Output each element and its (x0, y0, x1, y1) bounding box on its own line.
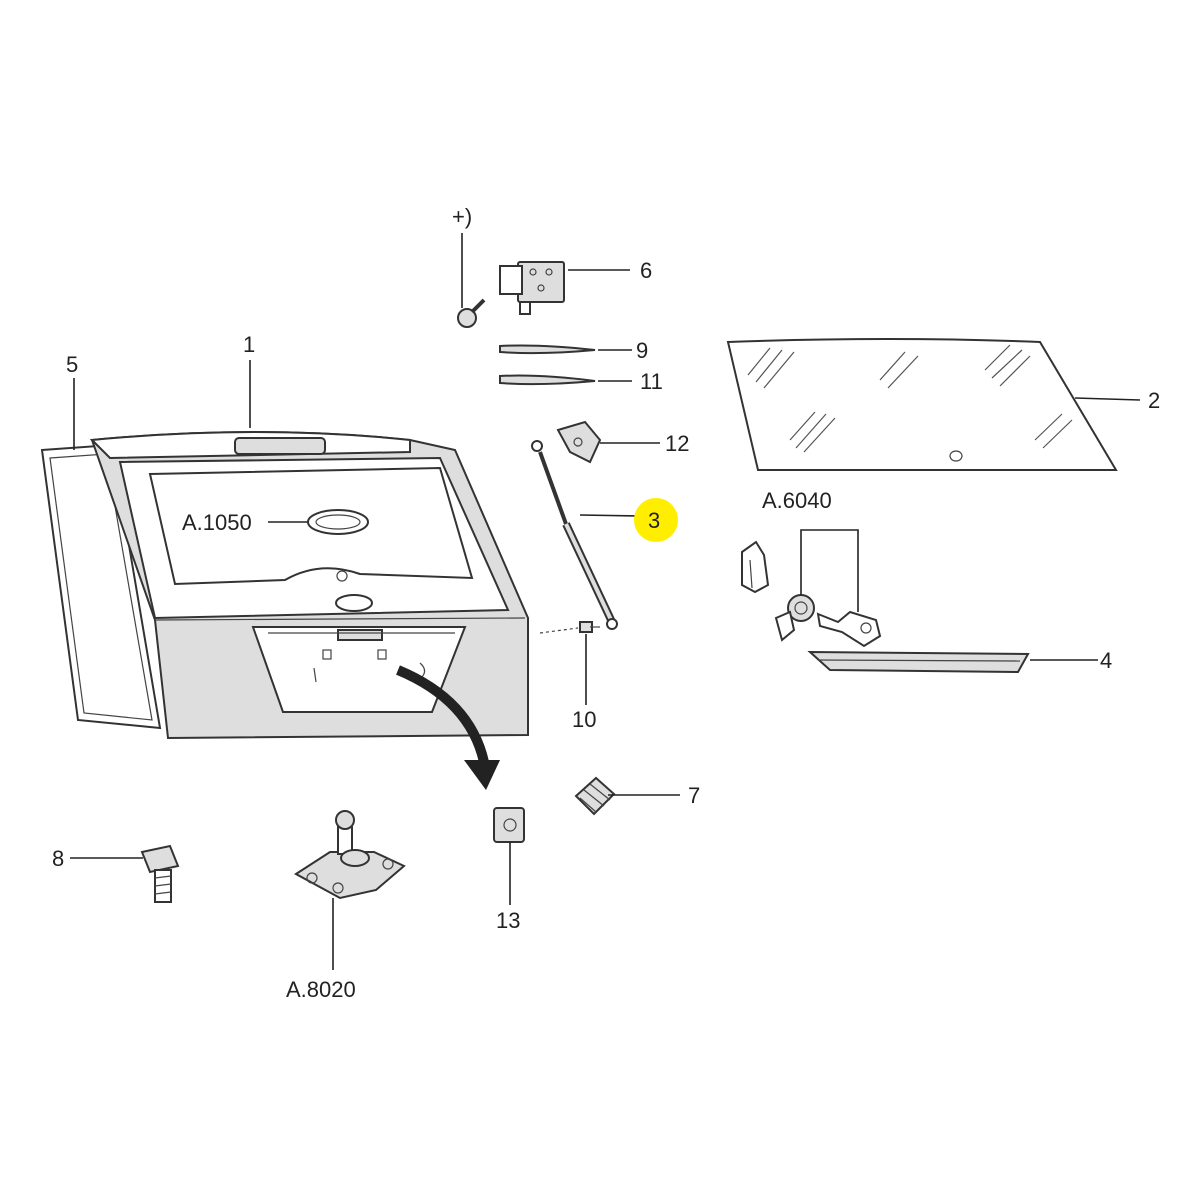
callout-7: 7 (688, 783, 700, 808)
part-8-bolt (140, 844, 180, 903)
callout-8: 8 (52, 846, 64, 871)
callout-10: 10 (572, 707, 596, 732)
callout-4: 4 (1100, 648, 1112, 673)
part-3-gas-strut (531, 440, 618, 630)
callout-3: 3 (648, 508, 660, 533)
highlight-marker (634, 498, 678, 542)
part-11-strip (499, 374, 596, 386)
part-5-seal (40, 443, 162, 730)
part-13-clip (493, 807, 525, 843)
part-10-ball-stud (539, 621, 600, 634)
part-12-bracket (556, 420, 602, 464)
callout-12: 12 (665, 431, 689, 456)
callout-5: 5 (66, 352, 78, 377)
part-4-trim (807, 650, 1030, 674)
part-6-hinge (499, 261, 565, 315)
striker-a8020 (294, 810, 406, 900)
part-2-rear-glass (726, 338, 1118, 471)
part-1-tailgate (89, 431, 529, 740)
part-7-bump-stop (574, 776, 616, 816)
callout-1: 1 (243, 332, 255, 357)
leader-lines (70, 233, 1141, 970)
callout-13: 13 (496, 908, 520, 933)
detail-arrow (396, 665, 500, 790)
lock-set-a6040 (741, 540, 882, 648)
callout-11: 11 (640, 369, 663, 394)
callout-plus-note: +) (452, 204, 472, 229)
hinge-bolt (457, 298, 486, 328)
part-9-strip (499, 344, 596, 355)
callout-a6040: A.6040 (762, 488, 832, 513)
callout-a8020: A.8020 (286, 977, 356, 1002)
callout-2: 2 (1148, 388, 1160, 413)
callout-6: 6 (640, 258, 652, 283)
callout-a1050: A.1050 (182, 510, 252, 535)
callout-9: 9 (636, 338, 648, 363)
